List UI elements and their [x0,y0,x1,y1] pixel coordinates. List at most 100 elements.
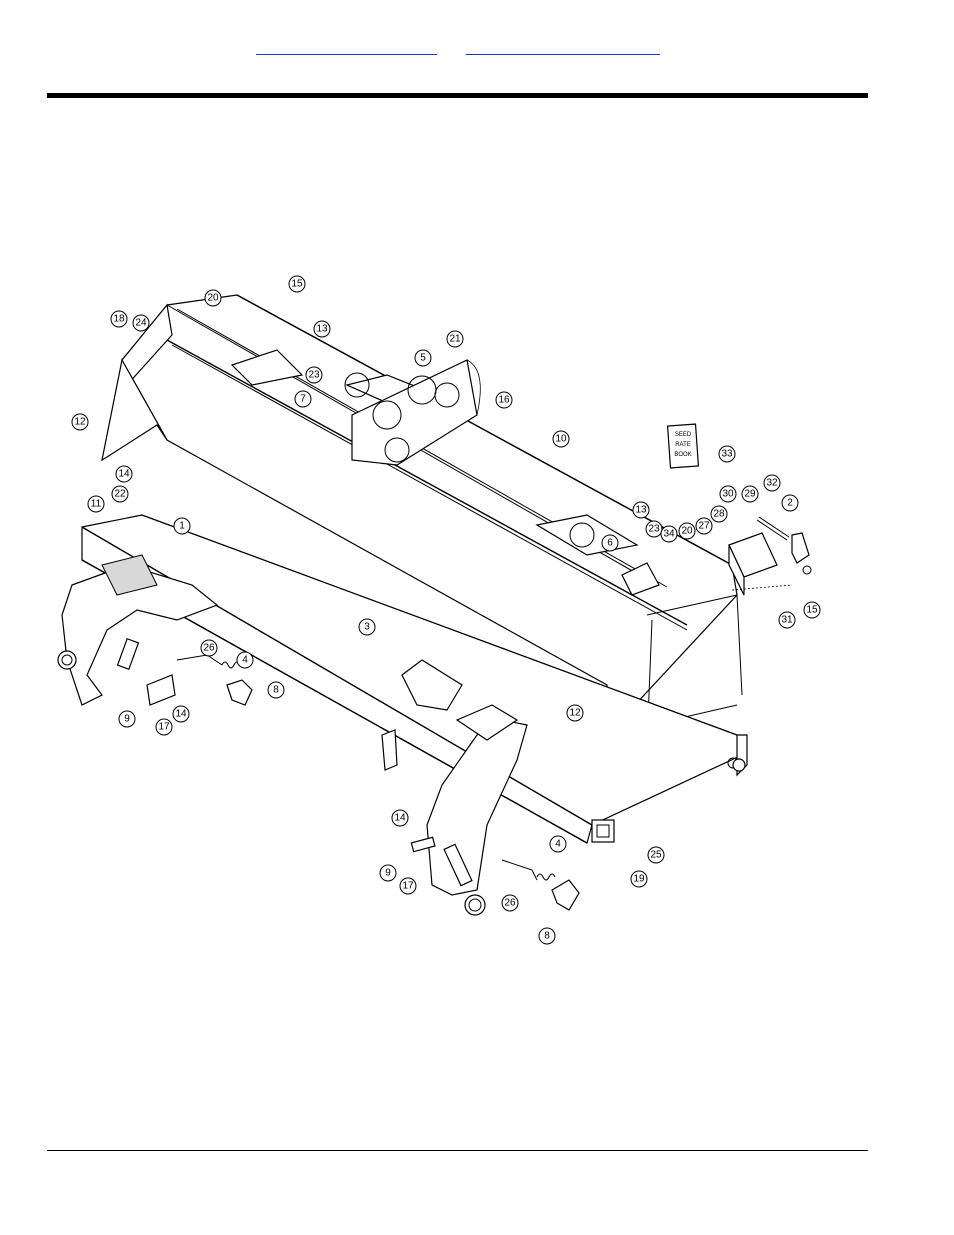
header-link-2[interactable] [466,40,660,55]
callout-number: 29 [744,489,756,500]
callout-28: 28 [710,505,728,523]
callout-circle [110,310,128,328]
callout-23: 23 [645,520,663,538]
callout-number: 24 [135,318,147,329]
callout-number: 15 [806,605,818,616]
callout-19: 19 [630,870,648,888]
left-hitch-arm [57,554,219,706]
header-link-1[interactable] [256,40,437,55]
callout-12: 12 [566,704,584,722]
callout-32: 32 [763,474,781,492]
callout-22: 22 [111,485,129,503]
divider-plate [351,359,481,466]
callout-circle [358,618,376,636]
callout-number: 15 [291,279,303,290]
callout-number: 19 [633,874,645,885]
decal-line-2: RATE [675,442,691,448]
callout-number: 18 [113,314,125,325]
callout-4: 4 [549,835,567,853]
callout-number: 14 [394,813,406,824]
callout-circle [778,611,796,629]
callout-circle [132,314,150,332]
callout-24: 24 [132,314,150,332]
callout-13: 13 [313,320,331,338]
callout-number: 10 [555,434,567,445]
callout-circle [647,846,665,864]
callout-circle [200,639,218,657]
callout-circle [763,474,781,492]
callout-number: 5 [420,353,426,364]
callout-number: 1 [179,521,185,532]
callout-circle [501,894,519,912]
callout-30: 30 [719,485,737,503]
callout-number: 2 [787,498,793,509]
callout-number: 12 [569,708,581,719]
callout-12: 12 [71,413,89,431]
callout-31: 31 [778,611,796,629]
callout-number: 6 [607,538,613,549]
callout-33: 33 [718,445,736,463]
callout-18: 18 [110,310,128,328]
callout-number: 14 [175,709,187,720]
callout-number: 17 [402,881,414,892]
callout-5: 5 [414,349,432,367]
callout-circle [601,534,619,552]
left-latch-assembly [146,654,253,706]
callout-number: 20 [207,293,219,304]
callout-circle [695,517,713,535]
callout-circle [719,485,737,503]
callout-circle [710,505,728,523]
callout-26: 26 [501,894,519,912]
callout-14: 14 [115,465,133,483]
callout-circle [173,517,191,535]
callout-circle [446,330,464,348]
callout-number: 16 [498,395,510,406]
callout-circle [549,835,567,853]
callout-9: 9 [379,864,397,882]
callout-number: 32 [766,478,778,489]
callout-26: 26 [200,639,218,657]
callout-number: 26 [203,643,215,654]
callout-number: 26 [504,898,516,909]
callout-number: 20 [681,526,693,537]
callout-13: 13 [632,501,650,519]
callout-number: 7 [300,394,306,405]
callout-circle [379,864,397,882]
callout-number: 14 [118,469,130,480]
callout-29: 29 [741,485,759,503]
callout-number: 11 [91,499,102,510]
callout-circle [678,522,696,540]
callout-number: 21 [449,334,461,345]
callout-1: 1 [173,517,191,535]
callout-8: 8 [267,681,285,699]
callout-circle [236,651,254,669]
callout-8: 8 [538,927,556,945]
callout-number: 13 [635,505,647,516]
callout-number: 23 [308,370,320,381]
callout-number: 8 [273,685,279,696]
callout-number: 22 [114,489,126,500]
callout-number: 9 [124,714,130,725]
callout-circle [803,601,821,619]
callout-3: 3 [358,618,376,636]
callout-circle [87,495,105,513]
callout-17: 17 [399,877,417,895]
callout-15: 15 [288,275,306,293]
callout-number: 33 [721,449,733,460]
callout-14: 14 [391,809,409,827]
callout-number: 30 [722,489,734,500]
callout-circle [305,366,323,384]
callout-circle [566,704,584,722]
callout-34: 34 [660,525,678,543]
callout-circle [204,289,222,307]
callout-circle [391,809,409,827]
callout-number: 3 [364,622,370,633]
callout-16: 16 [495,391,513,409]
decal-line-1: SEED [675,432,692,438]
callout-21: 21 [446,330,464,348]
callout-circle [718,445,736,463]
callout-23: 23 [305,366,323,384]
